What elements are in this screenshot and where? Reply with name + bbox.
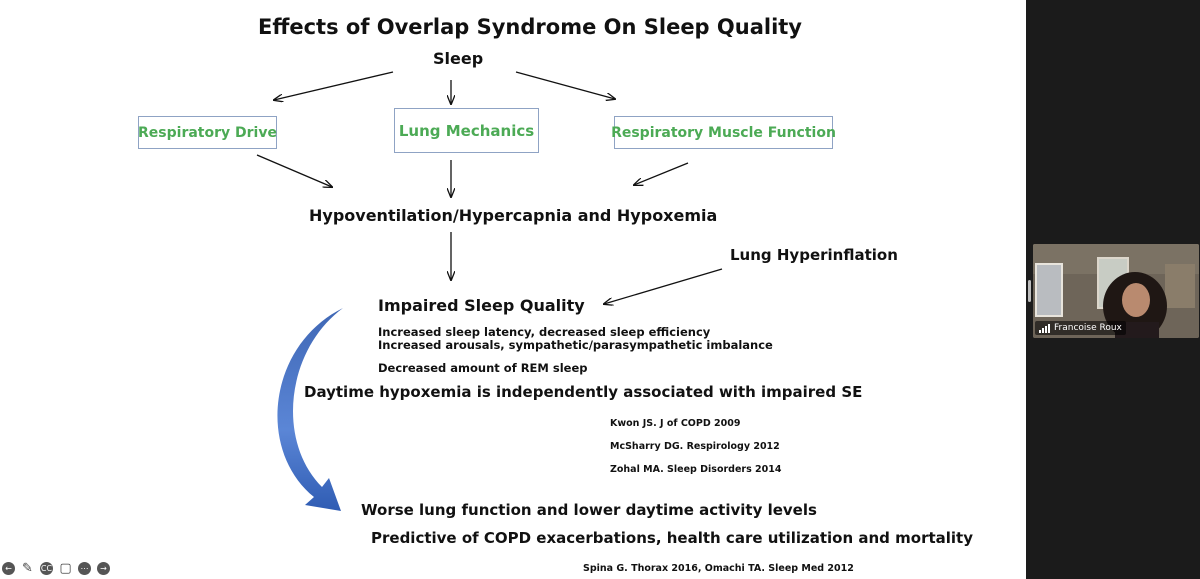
more-icon[interactable]: ⋯ bbox=[78, 562, 91, 575]
participant-name-tag: Francoise Roux bbox=[1035, 321, 1126, 335]
reference-kwon: Kwon JS. J of COPD 2009 bbox=[610, 418, 741, 429]
sleep-node: Sleep bbox=[433, 49, 484, 68]
slide-title: Effects of Overlap Syndrome On Sleep Qua… bbox=[258, 15, 803, 39]
presentation-slide: Effects of Overlap Syndrome On Sleep Qua… bbox=[0, 0, 1026, 579]
captions-label: CC bbox=[40, 564, 53, 573]
slide-toolbar: ← ✎ CC ▢ ⋯ → bbox=[2, 561, 110, 576]
lung-mechanics-box: Lung Mechanics bbox=[394, 108, 539, 153]
arrow-sleep-to-muscle bbox=[515, 71, 615, 99]
predictive-statement: Predictive of COPD exacerbations, health… bbox=[371, 529, 973, 547]
back-icon[interactable]: ← bbox=[2, 562, 15, 575]
bottom-reference: Spina G. Thorax 2016, Omachi TA. Sleep M… bbox=[583, 563, 854, 574]
reference-mcsharry: McSharry DG. Respirology 2012 bbox=[610, 441, 780, 452]
captions-icon[interactable]: CC bbox=[40, 562, 53, 575]
arrow-hyperinflation-to-impaired bbox=[604, 268, 723, 304]
forward-icon[interactable]: → bbox=[97, 562, 110, 575]
participant-name: Francoise Roux bbox=[1054, 323, 1122, 333]
respiratory-muscle-function-box: Respiratory Muscle Function bbox=[611, 116, 836, 149]
pen-icon[interactable]: ✎ bbox=[22, 561, 33, 576]
arrow-sleep-to-drive bbox=[274, 71, 394, 100]
curved-blue-arrow bbox=[277, 308, 343, 511]
respiratory-drive-box: Respiratory Drive bbox=[138, 116, 277, 149]
lung-hyperinflation-node: Lung Hyperinflation bbox=[730, 246, 898, 264]
bullet-sleep-latency: Increased sleep latency, decreased sleep… bbox=[378, 325, 711, 339]
panel-resize-handle[interactable] bbox=[1028, 280, 1031, 302]
impaired-sleep-quality-node: Impaired Sleep Quality bbox=[378, 296, 585, 315]
reference-zohal: Zohal MA. Sleep Disorders 2014 bbox=[610, 464, 782, 475]
bullet-rem-sleep: Decreased amount of REM sleep bbox=[378, 361, 588, 375]
worse-lung-function-statement: Worse lung function and lower daytime ac… bbox=[361, 501, 817, 519]
diagram-arrows bbox=[256, 71, 723, 511]
hypoventilation-node: Hypoventilation/Hypercapnia and Hypoxemi… bbox=[309, 206, 718, 225]
video-icon[interactable]: ▢ bbox=[59, 561, 72, 576]
arrow-muscle-to-hypo bbox=[634, 162, 689, 185]
participant-video-tile[interactable]: Francoise Roux bbox=[1033, 244, 1199, 338]
bullet-arousals: Increased arousals, sympathetic/parasymp… bbox=[378, 338, 773, 352]
daytime-hypoxemia-statement: Daytime hypoxemia is independently assoc… bbox=[304, 383, 863, 401]
signal-bars-icon bbox=[1039, 323, 1051, 333]
arrow-drive-to-hypo bbox=[256, 154, 332, 187]
